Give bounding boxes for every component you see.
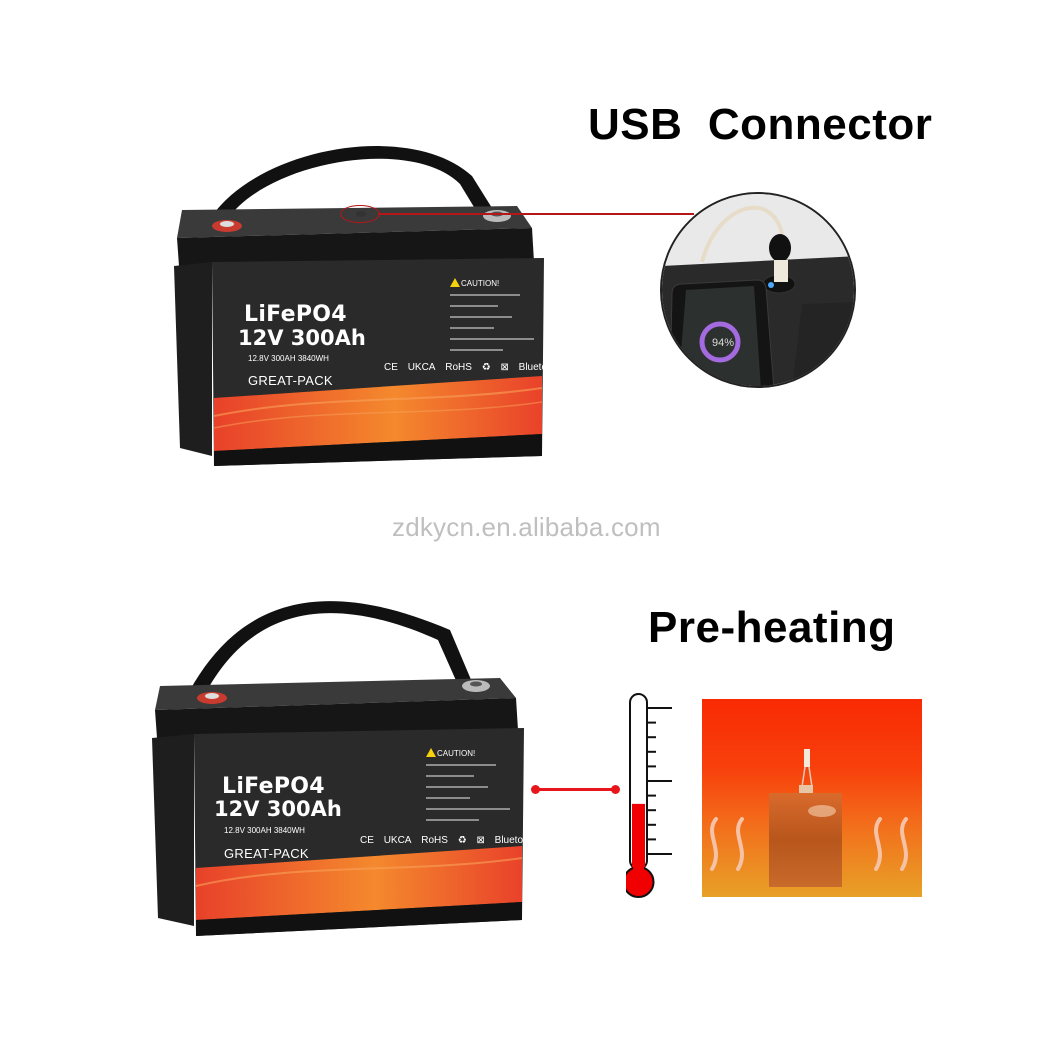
thermometer-icon — [622, 692, 676, 902]
usb-led-icon — [768, 282, 774, 288]
usb-port-highlight — [340, 205, 380, 223]
orange-label-band — [214, 376, 542, 451]
battery-product-image-top: LiFePO4 12V 300Ah 12.8V 300AH 3840WH GRE… — [172, 146, 561, 466]
ukca-mark: UKCA — [383, 835, 412, 846]
rohs-mark: RoHS — [421, 835, 448, 846]
battery-side — [174, 262, 212, 456]
battery-lid — [155, 678, 516, 710]
battery-lid-rim — [155, 698, 518, 738]
pre-heating-connector — [531, 785, 620, 794]
bluetooth-mark: Bluetooth — [518, 362, 561, 373]
strap-icon — [212, 146, 492, 220]
battery-illustration — [174, 146, 544, 466]
certification-marks: CE UKCA RoHS ♻ ⊠ Bluetooth — [360, 835, 544, 846]
warning-icon — [450, 278, 460, 287]
battery-product-image-bottom: LiFePO4 12V 300Ah 12.8V 300AH 3840WH GRE… — [150, 590, 537, 936]
recycle-icon: ♻ — [481, 362, 491, 373]
charging-ring-icon — [699, 321, 741, 363]
heater-connector-icon — [799, 785, 813, 794]
weee-bin-icon: ⊠ — [476, 835, 485, 846]
usb-callout-line — [378, 213, 694, 215]
battery-brand: GREAT-PACK — [224, 846, 309, 861]
certification-marks: CE UKCA RoHS ♻ ⊠ Bluetooth — [384, 362, 568, 373]
battery-chemistry: LiFePO4 — [244, 302, 347, 327]
phone-battery-percent: 94% — [712, 337, 734, 349]
orange-label-band — [196, 846, 522, 920]
weee-bin-icon: ⊠ — [500, 362, 509, 373]
battery-spec-line: 12.8V 300AH 3840WH — [224, 826, 305, 835]
usb-inset-illustration: 94% — [662, 194, 854, 386]
battery-rating: 12V 300Ah — [214, 797, 342, 821]
watermark: zdkycn.en.alibaba.com — [392, 512, 661, 542]
ce-mark: CE — [360, 835, 374, 846]
caution-label: CAUTION! — [426, 748, 475, 758]
caution-text — [450, 294, 538, 360]
caution-text — [426, 764, 514, 830]
heating-pad-photo — [702, 699, 922, 897]
battery-lid-rim — [177, 228, 534, 266]
warning-icon — [426, 748, 436, 757]
usb-connector-photo: 94% — [660, 192, 856, 388]
connector-dot-right — [611, 785, 620, 794]
rohs-mark: RoHS — [445, 362, 472, 373]
usb-connector-heading: USB Connector — [588, 100, 933, 149]
caution-label: CAUTION! — [450, 278, 499, 288]
battery-illustration — [152, 601, 524, 936]
ce-mark: CE — [384, 362, 398, 373]
battery-spec-line: 12.8V 300AH 3840WH — [248, 354, 329, 363]
battery-chemistry: LiFePO4 — [222, 774, 325, 799]
battery-rating: 12V 300Ah — [238, 326, 366, 350]
usb-cable-icon — [700, 205, 784, 263]
thermometer-graphic — [622, 693, 672, 898]
strap-icon — [190, 601, 472, 694]
heater-wire-icon — [804, 749, 810, 767]
ukca-mark: UKCA — [407, 362, 436, 373]
usb-plug-icon — [774, 260, 788, 282]
thermometer-ticks — [648, 707, 672, 855]
pre-heating-heading: Pre-heating — [648, 603, 896, 652]
connector-bar — [535, 788, 615, 791]
usb-socket-cap-icon — [769, 234, 791, 262]
recycle-icon: ♻ — [457, 835, 467, 846]
bluetooth-mark: Bluetooth — [494, 835, 537, 846]
battery-brand: GREAT-PACK — [248, 373, 333, 388]
heat-waves-icon — [710, 817, 908, 871]
heating-pad-illustration — [710, 749, 908, 887]
connector-dot-left — [531, 785, 540, 794]
battery-side — [152, 734, 194, 926]
thermometer-mercury — [632, 803, 645, 870]
